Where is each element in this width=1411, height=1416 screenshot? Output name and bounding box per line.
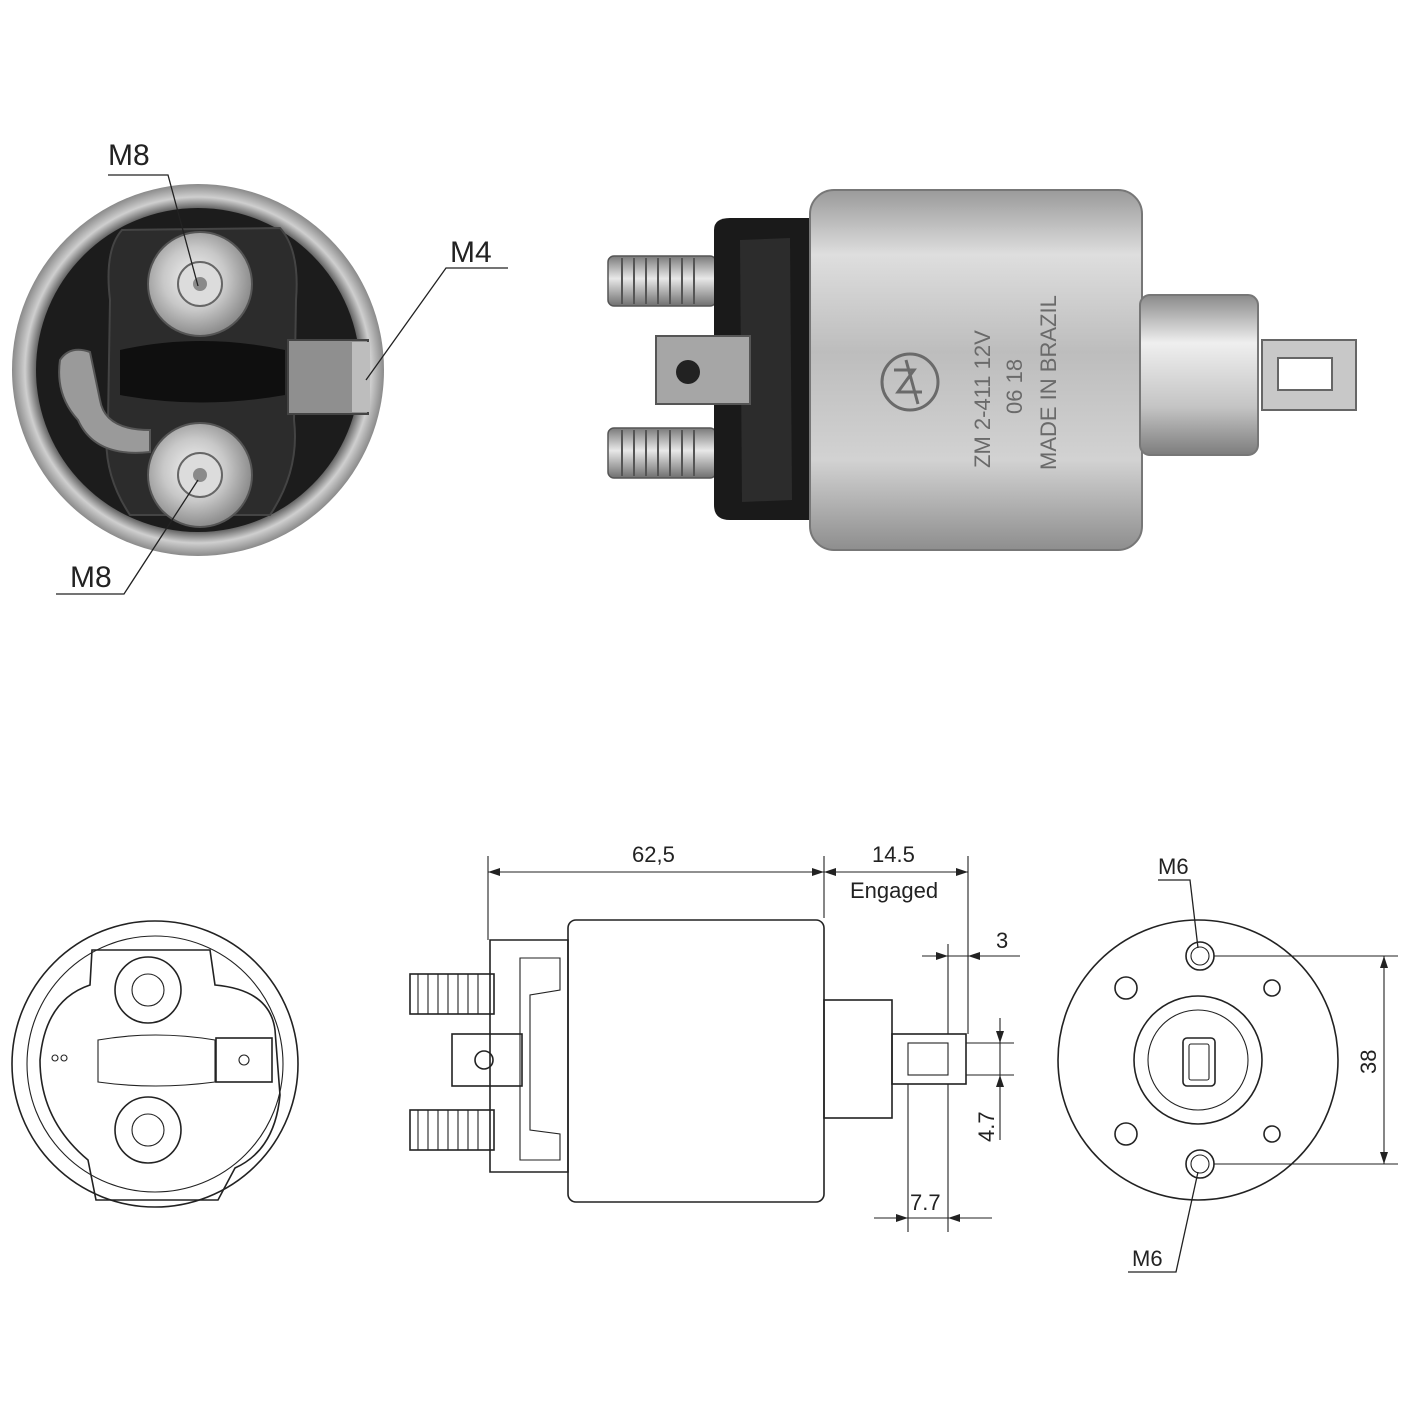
dim-slot-width: 4.7 bbox=[974, 1111, 999, 1142]
stamp-line-2: 06 18 bbox=[1002, 359, 1027, 414]
photo-end-view: M8 M4 M8 bbox=[12, 139, 508, 595]
dim-tip-length: 7.7 bbox=[910, 1190, 941, 1215]
bottom-thread-stud-icon bbox=[607, 427, 717, 479]
drawing-side-view: 62,5 14.5 Engaged 3 4.7 7.7 bbox=[409, 842, 1020, 1232]
photo-side-view: ZM 2-411 12V 06 18 MADE IN BRAZIL bbox=[607, 189, 1357, 551]
manufacturer-logo-icon bbox=[880, 352, 940, 412]
dim-body-length: 62,5 bbox=[632, 842, 675, 867]
dim-plunger-travel: 14.5 bbox=[872, 842, 915, 867]
label-tab: M4 bbox=[450, 236, 492, 269]
top-thread-stud-icon bbox=[607, 255, 717, 307]
dim-slot-offset: 3 bbox=[996, 928, 1008, 953]
label-bottom-hole: M6 bbox=[1132, 1246, 1163, 1271]
label-top-hole: M6 bbox=[1158, 854, 1189, 879]
label-bottom-stud: M8 bbox=[70, 561, 112, 594]
drawing-end-view bbox=[11, 920, 299, 1208]
drawing-front-view: 38 M6 M6 bbox=[1057, 854, 1398, 1273]
dim-plunger-state: Engaged bbox=[850, 878, 938, 903]
dim-hole-spacing: 38 bbox=[1356, 1050, 1381, 1074]
stamp-line-3: MADE IN BRAZIL bbox=[1036, 295, 1061, 470]
stamp-line-1: ZM 2-411 12V bbox=[970, 330, 995, 468]
label-top-stud: M8 bbox=[108, 139, 150, 172]
